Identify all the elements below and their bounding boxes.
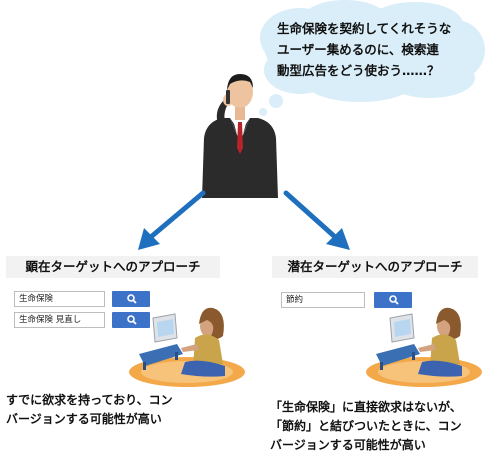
search-input[interactable]: 生命保険 見直し	[14, 312, 105, 328]
left-panel-title: 顕在ターゲットへのアプローチ	[6, 256, 220, 278]
magnifier-icon	[127, 294, 137, 304]
search-input[interactable]: 節約	[281, 292, 365, 308]
conclusion-line: バージョンする可能性が高い	[6, 412, 162, 426]
woman-laptop-illustration	[366, 307, 482, 387]
thought-line: ユーザー集めるのに、検索連	[277, 42, 439, 57]
thought-line: 生命保険を契約してくれそうな	[277, 21, 452, 36]
arrow-right-head	[326, 228, 350, 250]
left-search-row-1: 生命保険	[14, 291, 154, 307]
thought-line: 動型広告をどう使おう……？	[277, 63, 440, 78]
arrow-right-shaft	[283, 190, 337, 239]
left-conclusion: すでに欲求を持っており、コン バージョンする可能性が高い	[6, 391, 226, 429]
right-panel-title: 潜在ターゲットへのアプローチ	[272, 256, 478, 278]
left-search-row-2: 生命保険 見直し	[14, 312, 154, 328]
woman-laptop-illustration	[129, 307, 245, 387]
businessman-illustration	[202, 74, 278, 198]
arrow-left-head	[138, 228, 160, 250]
conclusion-line: 「節約」と結びついたときに、コン	[270, 419, 462, 433]
right-conclusion: 「生命保険」に直接欲求はないが、 「節約」と結びついたときに、コン バージョンす…	[270, 398, 485, 455]
search-button[interactable]	[112, 312, 150, 328]
search-button[interactable]	[112, 291, 150, 307]
search-input[interactable]: 生命保険	[14, 291, 105, 307]
search-button[interactable]	[374, 292, 412, 308]
magnifier-icon	[127, 315, 137, 325]
right-search-row-1: 節約	[281, 292, 421, 308]
thought-bubble-text: 生命保険を契約してくれそうな ユーザー集めるのに、検索連 動型広告をどう使おう……	[277, 18, 477, 81]
conclusion-line: 「生命保険」に直接欲求はないが、	[270, 400, 462, 414]
conclusion-line: すでに欲求を持っており、コン	[6, 393, 173, 407]
magnifier-icon	[389, 295, 399, 305]
arrow-left-shaft	[149, 190, 206, 239]
conclusion-line: バージョンする可能性が高い	[270, 438, 426, 452]
thought-bubble	[259, 0, 485, 116]
